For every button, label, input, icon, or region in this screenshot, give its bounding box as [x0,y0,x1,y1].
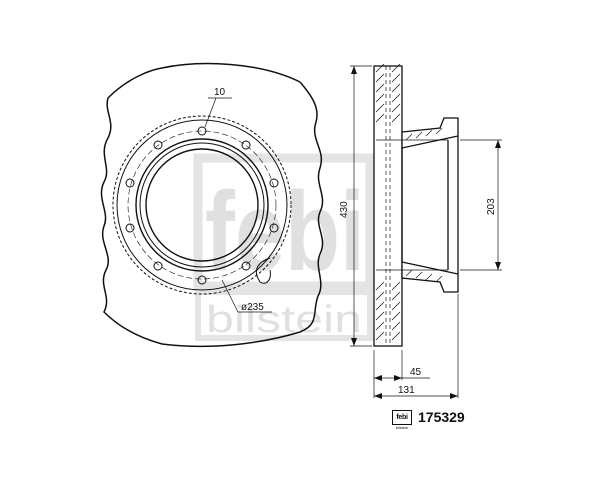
dim-hub-dia: 203 [486,198,497,215]
dimension-lines [350,65,502,399]
dim-outer-dia: 430 [339,201,350,218]
part-number: 175329 [418,409,465,425]
badge-logo-text: febi [396,413,408,421]
part-badge: febi 175329 [392,409,465,425]
brake-disc-section-view [373,63,459,347]
badge-brand-text: bilstein [395,425,409,430]
watermark-brand-text: bilstein [206,299,362,341]
brake-disc-front-view [100,62,324,348]
watermark-logo: febi bilstein ® [193,153,403,341]
dim-bolt-circle: ø235 [241,302,264,313]
dim-offset: 45 [410,367,422,378]
febi-badge-icon: febi [392,409,412,425]
bolt-holes [125,126,279,285]
watermark-logo-text: febi [205,169,365,294]
dim-overall-height: 131 [398,385,415,396]
dim-bolt-hole-dia: 10 [214,87,226,98]
